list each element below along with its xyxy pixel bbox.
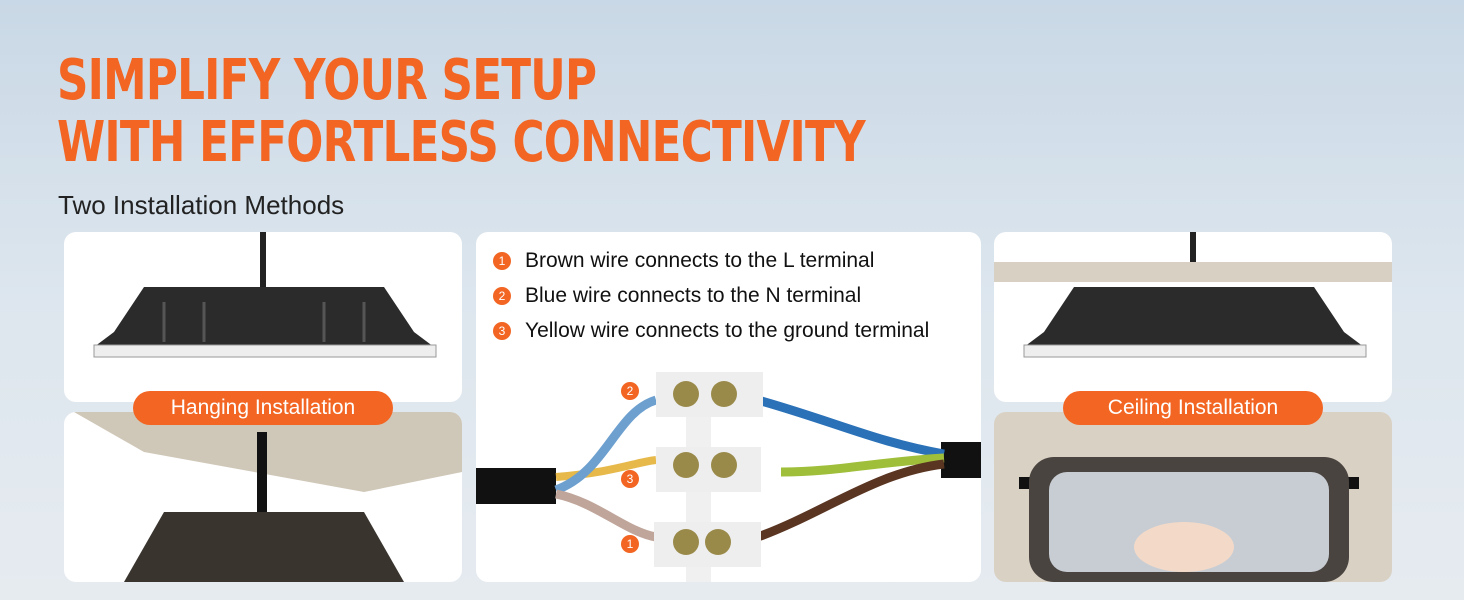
- step-text: Yellow wire connects to the ground termi…: [525, 318, 930, 342]
- ceiling-installation-label: Ceiling Installation: [1063, 391, 1323, 425]
- hanging-installation-label: Hanging Installation: [133, 391, 393, 425]
- subtitle: Two Installation Methods: [58, 190, 345, 220]
- step-item: 3 Yellow wire connects to the ground term…: [493, 313, 929, 348]
- step-number: 1: [493, 251, 511, 270]
- step-text: Brown wire connects to the L terminal: [525, 248, 875, 272]
- step-item: 1 Brown wire connects to the L terminal: [493, 243, 929, 278]
- step-number: 3: [493, 321, 511, 340]
- step-text: Blue wire connects to the N terminal: [525, 283, 862, 307]
- hanging-light-image: [64, 232, 462, 402]
- terminal-block-image: [476, 372, 981, 582]
- callout-1: 1: [621, 535, 639, 553]
- step-number: 2: [493, 286, 511, 305]
- headline: SIMPLIFY YOUR SETUP WITH EFFORTLESS CONN…: [57, 48, 866, 175]
- headline-line-2: WITH EFFORTLESS CONNECTIVITY: [57, 110, 866, 175]
- headline-line-1: SIMPLIFY YOUR SETUP: [57, 48, 597, 113]
- wiring-steps: 1 Brown wire connects to the L terminal 2…: [493, 243, 929, 348]
- ceiling-light-image: [994, 232, 1392, 402]
- ceiling-mount-image: [994, 412, 1392, 582]
- hanging-mount-image: [64, 412, 462, 582]
- step-item: 2 Blue wire connects to the N terminal: [493, 278, 929, 313]
- callout-2: 2: [621, 382, 639, 400]
- wiring-diagram-card: 2 3 1: [476, 232, 981, 582]
- callout-3: 3: [621, 470, 639, 488]
